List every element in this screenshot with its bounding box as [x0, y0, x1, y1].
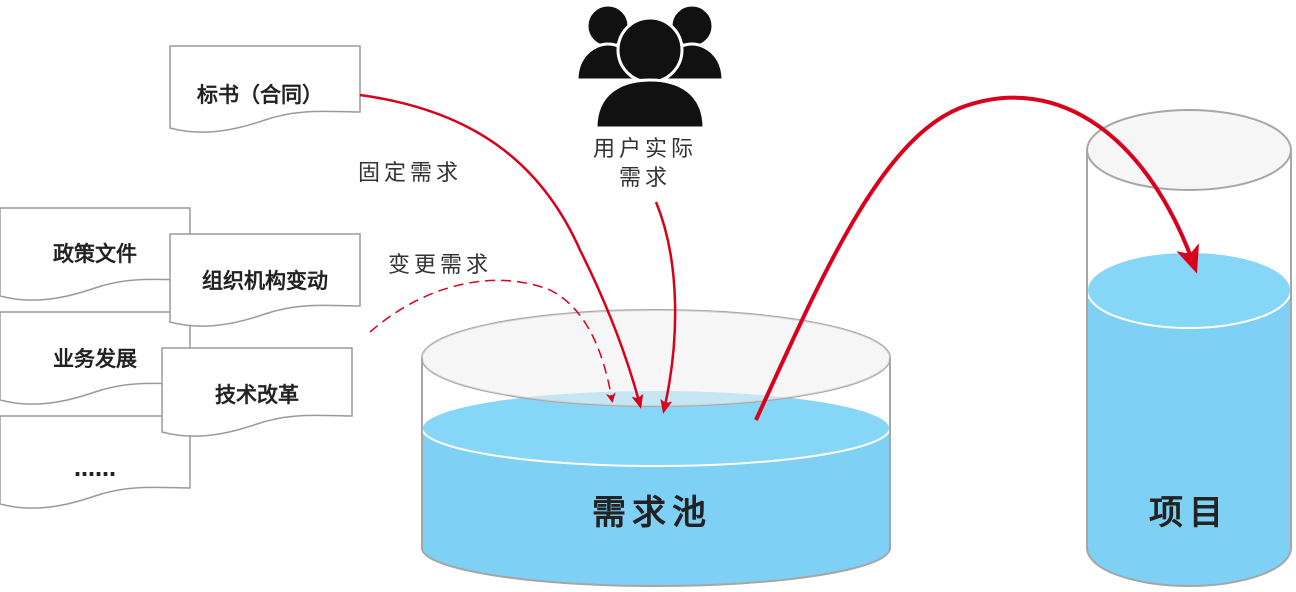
doc-business-label: 业务发展	[53, 347, 137, 371]
fixed-demand-label: 固定需求	[358, 161, 462, 186]
doc-more-label: ……	[74, 457, 116, 481]
pool-top-fill	[422, 310, 890, 406]
contract-doc: 标书（合同）	[169, 45, 361, 133]
user-demand-label-line2: 需求	[619, 166, 671, 191]
project-water-body	[1087, 290, 1291, 586]
project-container: 项目	[1086, 109, 1292, 587]
doc-org-change: 组织机构变动	[169, 233, 361, 327]
project-rim	[1086, 109, 1292, 191]
doc-tech-reform: 技术改革	[161, 347, 353, 437]
doc-org-change-label: 组织机构变动	[202, 269, 328, 293]
changed-demand-label: 变更需求	[388, 253, 492, 278]
doc-tech-reform-label: 技术改革	[215, 383, 299, 407]
project-label: 项目	[1149, 493, 1229, 533]
pool-water-body	[422, 428, 890, 586]
requirement-pool: 需求池	[421, 309, 891, 587]
project-water-surface	[1086, 251, 1292, 329]
user-demand-label-line1: 用户实际	[593, 137, 697, 162]
fixed-demand-arrow	[359, 93, 644, 409]
doc-more: ……	[0, 415, 191, 509]
user-group-icon	[575, 3, 725, 130]
contract-doc-label: 标书（合同）	[197, 83, 323, 107]
pool-bottom	[421, 547, 891, 587]
doc-policy-label: 政策文件	[53, 242, 137, 266]
doc-policy: 政策文件	[0, 207, 191, 301]
pool-to-project-arrow	[754, 95, 1200, 421]
user-demand-arrow	[654, 201, 677, 414]
changed-demand-arrow	[369, 279, 616, 403]
project-bottom	[1086, 547, 1292, 587]
requirement-pool-label: 需求池	[592, 493, 712, 533]
